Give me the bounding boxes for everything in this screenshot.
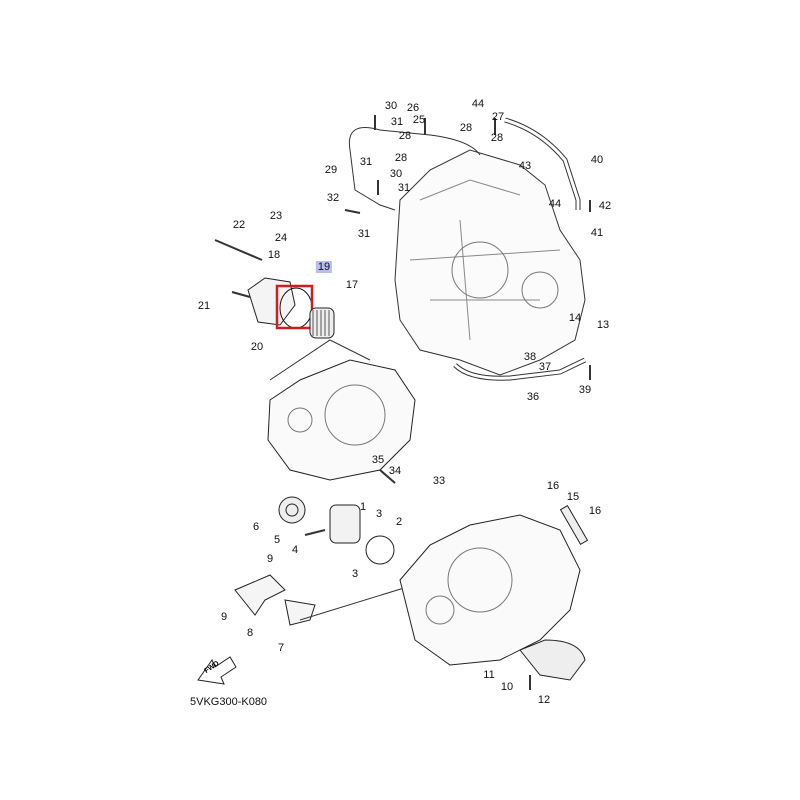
callout[interactable]: 17 — [345, 279, 359, 291]
callout[interactable]: 31 — [359, 156, 373, 168]
callout[interactable]: 28 — [394, 152, 408, 164]
oil-filter — [309, 307, 335, 339]
cover-assembly-10 — [519, 639, 586, 681]
callout[interactable]: 5 — [273, 534, 281, 546]
bracket-8 — [234, 574, 286, 616]
callout[interactable]: 8 — [246, 627, 254, 639]
callout[interactable]: 21 — [197, 300, 211, 312]
callout[interactable]: 27 — [491, 111, 505, 123]
callout[interactable]: 9 — [266, 553, 274, 565]
callout[interactable]: 9 — [220, 611, 228, 623]
callout[interactable]: 23 — [269, 210, 283, 222]
callout[interactable]: 2 — [395, 516, 403, 528]
callout[interactable]: 11 — [483, 669, 495, 681]
callout-highlighted[interactable]: 19 — [315, 261, 333, 273]
callout[interactable]: 1 — [359, 501, 367, 513]
callout[interactable]: 22 — [232, 219, 246, 231]
callout[interactable]: 14 — [568, 312, 582, 324]
filter-cover — [247, 277, 296, 326]
callout[interactable]: 3 — [351, 568, 359, 580]
callout[interactable]: 43 — [518, 160, 532, 172]
oil-pump — [329, 504, 361, 544]
oil-pipe — [348, 127, 481, 211]
highlight-box — [275, 284, 314, 330]
callout[interactable]: 31 — [397, 182, 411, 194]
callout[interactable]: 42 — [598, 200, 612, 212]
callout[interactable]: 4 — [291, 544, 299, 556]
callout[interactable]: 39 — [578, 384, 592, 396]
callout[interactable]: 31 — [357, 228, 371, 240]
callout[interactable]: 18 — [267, 249, 281, 261]
fwd-arrow-icon — [197, 656, 237, 685]
engine-block-upper — [394, 149, 586, 376]
callout[interactable]: 12 — [537, 694, 551, 706]
callout[interactable]: 32 — [326, 192, 340, 204]
callout[interactable]: 30 — [389, 168, 403, 180]
callout[interactable]: 30 — [384, 100, 398, 112]
pump-gasket — [365, 535, 395, 565]
callout[interactable]: 38 — [523, 351, 537, 363]
callout[interactable]: 20 — [250, 341, 264, 353]
callout[interactable]: 40 — [590, 154, 604, 166]
callout[interactable]: 41 — [590, 227, 604, 239]
callout[interactable]: 7 — [277, 642, 285, 654]
callout[interactable]: 26 — [406, 102, 420, 114]
callout[interactable]: 34 — [388, 465, 402, 477]
callout[interactable]: 44 — [548, 198, 562, 210]
callout[interactable]: 15 — [566, 491, 580, 503]
pipe-15 — [559, 504, 589, 546]
callout[interactable]: 13 — [596, 319, 610, 331]
diagram-code: 5VKG300-K080 — [190, 696, 268, 708]
callout[interactable]: 35 — [371, 454, 385, 466]
callout[interactable]: 44 — [471, 98, 485, 110]
callout[interactable]: 16 — [546, 480, 560, 492]
gear-5 — [278, 496, 306, 524]
callout[interactable]: 31 — [390, 116, 404, 128]
callout[interactable]: 28 — [490, 132, 504, 144]
plate-7 — [284, 599, 316, 626]
crankcase-lower — [399, 514, 581, 666]
callout[interactable]: 3 — [375, 508, 383, 520]
callout[interactable]: 37 — [538, 361, 552, 373]
callout[interactable]: 28 — [398, 130, 412, 142]
callout[interactable]: 10 — [500, 681, 514, 693]
callout[interactable]: 29 — [324, 164, 338, 176]
callout[interactable]: 25 — [412, 114, 426, 126]
callout[interactable]: 24 — [274, 232, 288, 244]
crankcase-cover — [267, 359, 416, 481]
callout[interactable]: 6 — [252, 521, 260, 533]
callout[interactable]: 36 — [526, 391, 540, 403]
callout[interactable]: 28 — [459, 122, 473, 134]
callout[interactable]: 33 — [432, 475, 446, 487]
callout[interactable]: 16 — [588, 505, 602, 517]
